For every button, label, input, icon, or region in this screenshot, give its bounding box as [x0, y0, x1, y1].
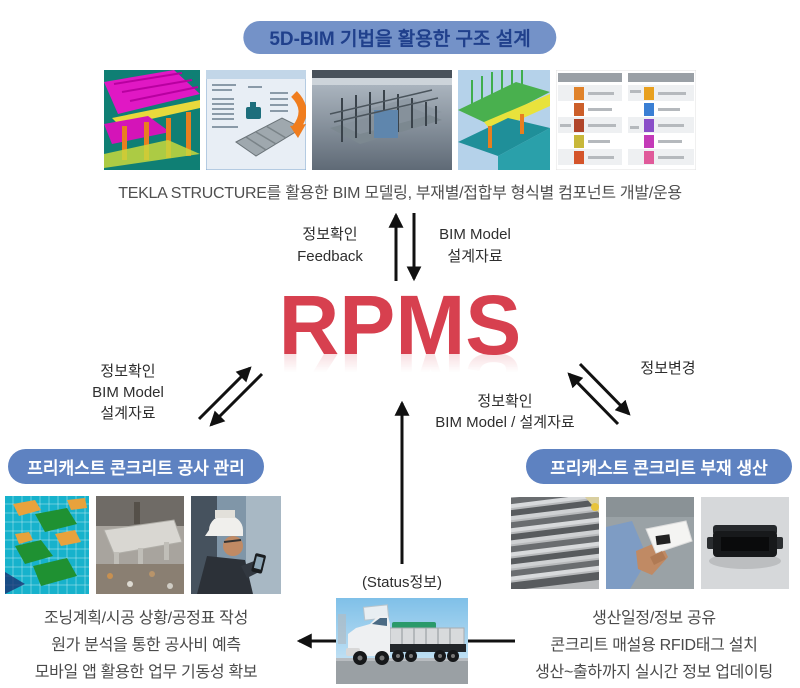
status-info-label: (Status정보): [361, 574, 443, 591]
rfid-tag-hand-photo-image: [606, 497, 694, 589]
construction-image-strip: [5, 496, 281, 594]
bim-model-data-label: BIM Model 설계자료: [405, 224, 545, 268]
component-catalog-image: [556, 70, 696, 170]
info-change-label: 정보변경: [640, 360, 696, 377]
label-line: 설계자료: [100, 405, 156, 422]
bullet-line: 모바일 앱 활용한 업무 기동성 확보: [34, 664, 258, 681]
label-line: 정보확인: [302, 226, 358, 243]
bullet-line: 생산일정/정보 공유: [592, 610, 716, 627]
label-line: 정보확인: [100, 363, 156, 380]
production-image-strip: [511, 497, 789, 589]
construction-site-photo-image: [96, 496, 184, 594]
label-line: 정보확인: [477, 393, 533, 410]
design-caption: TEKLA STRUCTURE를 활용한 BIM 모델링, 부재별/접합부 형식…: [118, 185, 682, 202]
bim-deck-model-image: [458, 70, 550, 170]
component-design-dialog-image: [206, 70, 306, 170]
label-line: BIM Model / 설계자료: [435, 414, 575, 431]
production-exchange-label: 정보확인 BIM Model / 설계자료: [412, 391, 598, 433]
bullet-line: 생산~출하까지 실시간 정보 업데이팅: [535, 664, 773, 681]
construction-exchange-label: 정보확인 BIM Model 설계자료: [53, 361, 203, 424]
label-line: BIM Model: [439, 226, 511, 243]
design-image-strip: [104, 70, 696, 170]
arrow-construction-down: [209, 372, 264, 427]
banner-structural-design: 5D-BIM 기법을 활용한 구조 설계: [243, 21, 557, 54]
bim-structure-model-image: [104, 70, 200, 170]
bullet-line: 원가 분석을 통한 공사비 예측: [51, 637, 241, 654]
construction-bullet-list: 조닝계획/시공 상황/공정표 작성 원가 분석을 통한 공사비 예측 모바일 앱…: [0, 605, 294, 686]
rfid-reader-device-photo-image: [701, 497, 789, 589]
label-line: Feedback: [297, 248, 363, 265]
rpms-title: RPMS: [278, 278, 522, 372]
zoning-plan-map-image: [5, 496, 89, 594]
worker-mobile-app-photo-image: [191, 496, 281, 594]
bullet-line: 콘크리트 매설용 RFID태그 설치: [550, 637, 758, 654]
label-line: 설계자료: [447, 248, 503, 265]
banner-construction-management: 프리캐스트 콘크리트 공사 관리: [8, 449, 264, 484]
label-line: BIM Model: [92, 384, 164, 401]
banner-precast-production: 프리캐스트 콘크리트 부재 생산: [526, 449, 792, 484]
bullet-line: 조닝계획/시공 상황/공정표 작성: [43, 610, 249, 627]
arrow-construction-up: [197, 366, 252, 421]
production-bullet-list: 생산일정/정보 공유 콘크리트 매설용 RFID태그 설치 생산~출하까지 실시…: [506, 605, 800, 686]
precast-panels-photo-image: [511, 497, 599, 589]
delivery-truck-photo-image: [336, 598, 468, 684]
tekla-3d-rebar-view-image: [312, 70, 452, 170]
feedback-label: 정보확인 Feedback: [255, 224, 405, 268]
